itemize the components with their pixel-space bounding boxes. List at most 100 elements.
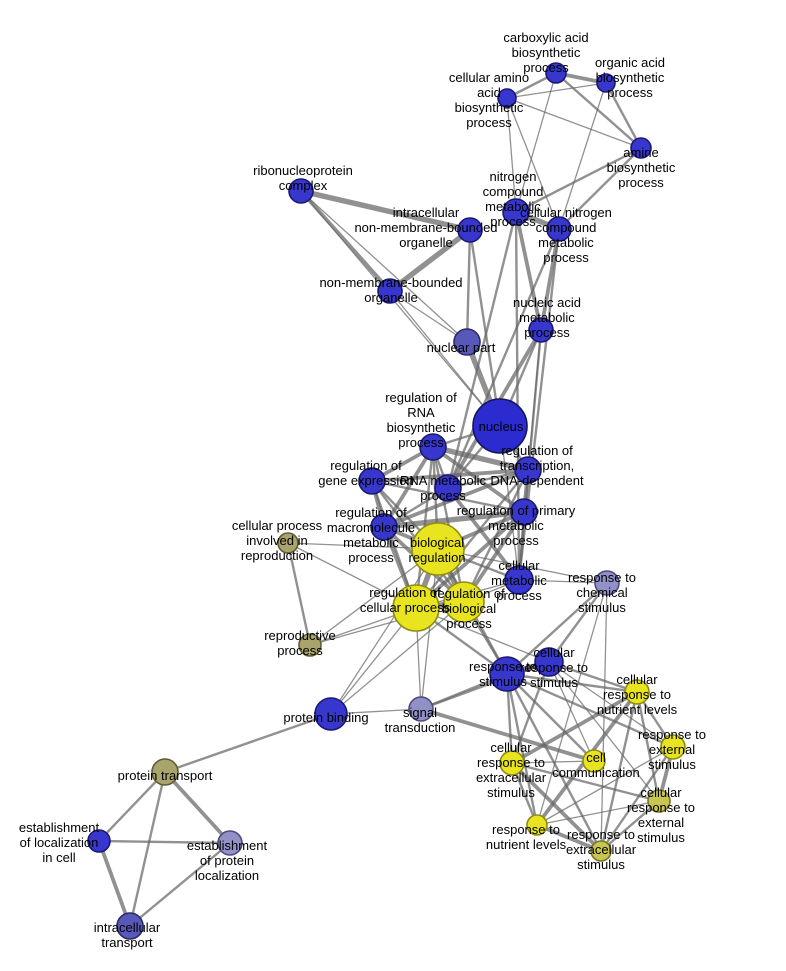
edge-resp_stim--cell_comm xyxy=(505,672,596,763)
edge-est_loc_cell--intra_transport xyxy=(97,839,132,928)
node-reg_macro[interactable] xyxy=(370,513,398,541)
edge-signal_transd--cell_comm xyxy=(419,707,596,763)
edge-carboxylic--amine xyxy=(554,71,643,150)
node-reg_transcription[interactable] xyxy=(514,456,542,484)
node-protein_transport[interactable] xyxy=(151,758,179,786)
edge-carboxylic--nitrogen xyxy=(515,72,557,213)
edge-layer xyxy=(97,71,675,928)
node-amino[interactable] xyxy=(497,88,517,108)
edge-resp_chemical--cell_resp_stim xyxy=(547,581,609,664)
node-label-nucleus: nucleus xyxy=(479,419,524,434)
node-protein_binding[interactable] xyxy=(314,697,348,731)
edge-cell_resp_stim--reg_cellproc xyxy=(415,607,550,663)
edge-resp_extracell--resp_nutrient xyxy=(535,823,603,853)
edge-reg_rna--reg_primary xyxy=(431,445,526,514)
node-cell_resp_extracell[interactable] xyxy=(499,750,525,776)
node-cell_metab[interactable] xyxy=(504,565,534,595)
edge-intra_transport--est_prot_loc xyxy=(128,841,232,928)
node-repro_process[interactable] xyxy=(298,633,322,657)
node-nucleus[interactable] xyxy=(472,398,528,454)
edge-repro_cellproc--repro_process xyxy=(286,541,312,647)
edge-protein_transport--intra_transport xyxy=(128,770,167,928)
node-label-protein_transport: protein transport xyxy=(118,768,213,783)
node-nuclear_part[interactable] xyxy=(453,328,481,356)
node-est_prot_loc[interactable] xyxy=(217,830,243,856)
node-intra_transport[interactable] xyxy=(116,912,144,940)
edge-cell_resp_nutrient--cell_resp_external xyxy=(635,690,661,803)
edge-intra_organelle--nucleus xyxy=(468,228,502,428)
edge-cell_nitrogen--rna_metab xyxy=(446,227,561,490)
node-amine[interactable] xyxy=(630,137,652,159)
node-reg_primary[interactable] xyxy=(510,498,538,526)
node-resp_nutrient[interactable] xyxy=(526,814,548,836)
edge-cell_resp_stim--cell_resp_extracell xyxy=(510,660,551,765)
node-nitrogen[interactable] xyxy=(502,198,530,226)
edge-est_loc_cell--est_prot_loc xyxy=(97,839,232,845)
node-cell_comm[interactable] xyxy=(582,749,606,773)
edge-amino--cell_nitrogen xyxy=(506,97,560,230)
edge-cell_resp_stim--cell_resp_external xyxy=(548,661,660,802)
node-nmb_organelle[interactable] xyxy=(377,278,403,304)
edge-cell_resp_stim--cell_resp_nutrient xyxy=(547,660,639,694)
node-reg_cellproc[interactable] xyxy=(392,584,440,632)
node-nucleic_acid[interactable] xyxy=(528,317,554,343)
edge-resp_chemical--resp_stim xyxy=(505,581,609,676)
edge-protein_transport--est_loc_cell xyxy=(97,770,167,843)
node-carboxylic[interactable] xyxy=(545,62,567,84)
node-reg_rna[interactable] xyxy=(419,433,447,461)
node-label-protein_binding: protein binding xyxy=(283,710,368,725)
node-est_loc_cell[interactable] xyxy=(87,829,111,853)
node-rna_metab[interactable] xyxy=(434,474,462,502)
edge-rna_metab--cell_metab xyxy=(446,486,521,582)
node-resp_extracell[interactable] xyxy=(590,840,612,862)
node-reg_gene_expr[interactable] xyxy=(358,467,386,495)
edge-rnp_complex--nucleus xyxy=(300,190,501,427)
node-resp_stim[interactable] xyxy=(489,656,525,692)
edge-nmb_organelle--nucleus xyxy=(389,290,501,427)
node-resp_external[interactable] xyxy=(660,734,686,760)
edge-organic--amine xyxy=(604,81,643,150)
node-signal_transd[interactable] xyxy=(408,696,434,722)
node-cell_resp_nutrient[interactable] xyxy=(624,679,650,705)
node-reg_bioproc[interactable] xyxy=(443,581,485,623)
edge-rnp_complex--nuclear_part xyxy=(300,190,468,343)
edge-protein_binding--reg_bioproc xyxy=(330,601,465,715)
node-cell_resp_external[interactable] xyxy=(647,789,671,813)
node-resp_chemical[interactable] xyxy=(594,570,620,596)
edge-resp_extracell--cell_resp_extracell xyxy=(510,761,603,853)
edge-resp_chemical--resp_nutrient xyxy=(536,582,608,826)
node-rnp_complex[interactable] xyxy=(288,178,314,204)
node-cell_nitrogen[interactable] xyxy=(546,216,572,242)
edge-cell_resp_extracell--cell_resp_external xyxy=(510,761,661,803)
node-repro_cellproc[interactable] xyxy=(277,532,299,554)
edge-protein_binding--protein_transport xyxy=(163,712,333,774)
node-cell_resp_stim[interactable] xyxy=(534,647,564,677)
edge-organic--amino xyxy=(506,82,607,99)
node-bio_regulation[interactable] xyxy=(411,522,465,576)
edge-resp_extracell--cell_resp_external xyxy=(599,799,661,853)
node-intra_organelle[interactable] xyxy=(457,217,483,243)
node-organic[interactable] xyxy=(596,73,616,93)
